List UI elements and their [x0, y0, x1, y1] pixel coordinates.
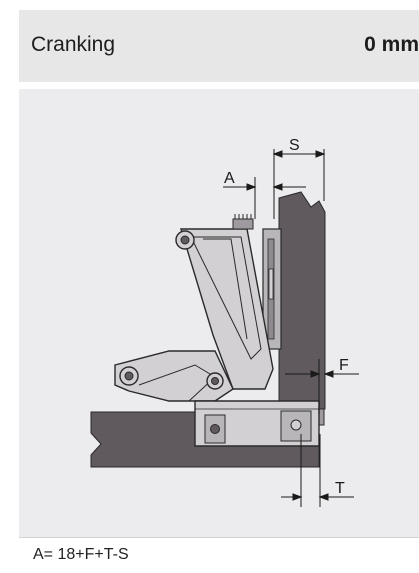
dimension-f [285, 359, 359, 414]
header-title: Cranking [31, 33, 116, 56]
dimension-s [272, 149, 326, 219]
label-a: A [224, 170, 235, 187]
dimension-a [223, 177, 306, 219]
door-panel [278, 191, 326, 410]
hinge-diagram: S A F T [90, 137, 359, 507]
cranking-value: 0 mm [364, 33, 419, 56]
dimension-t [281, 434, 354, 507]
label-t: T [335, 480, 345, 497]
formula-text: A= 18+F+T-S [33, 546, 129, 563]
label-s: S [289, 137, 300, 154]
header-bar: Cranking 0 mm [19, 10, 419, 82]
label-f: F [339, 357, 349, 374]
adjustment-screw [232, 218, 254, 230]
hinge-diagram-panel: S A F T [19, 89, 419, 538]
door-edge-strip [318, 408, 325, 426]
